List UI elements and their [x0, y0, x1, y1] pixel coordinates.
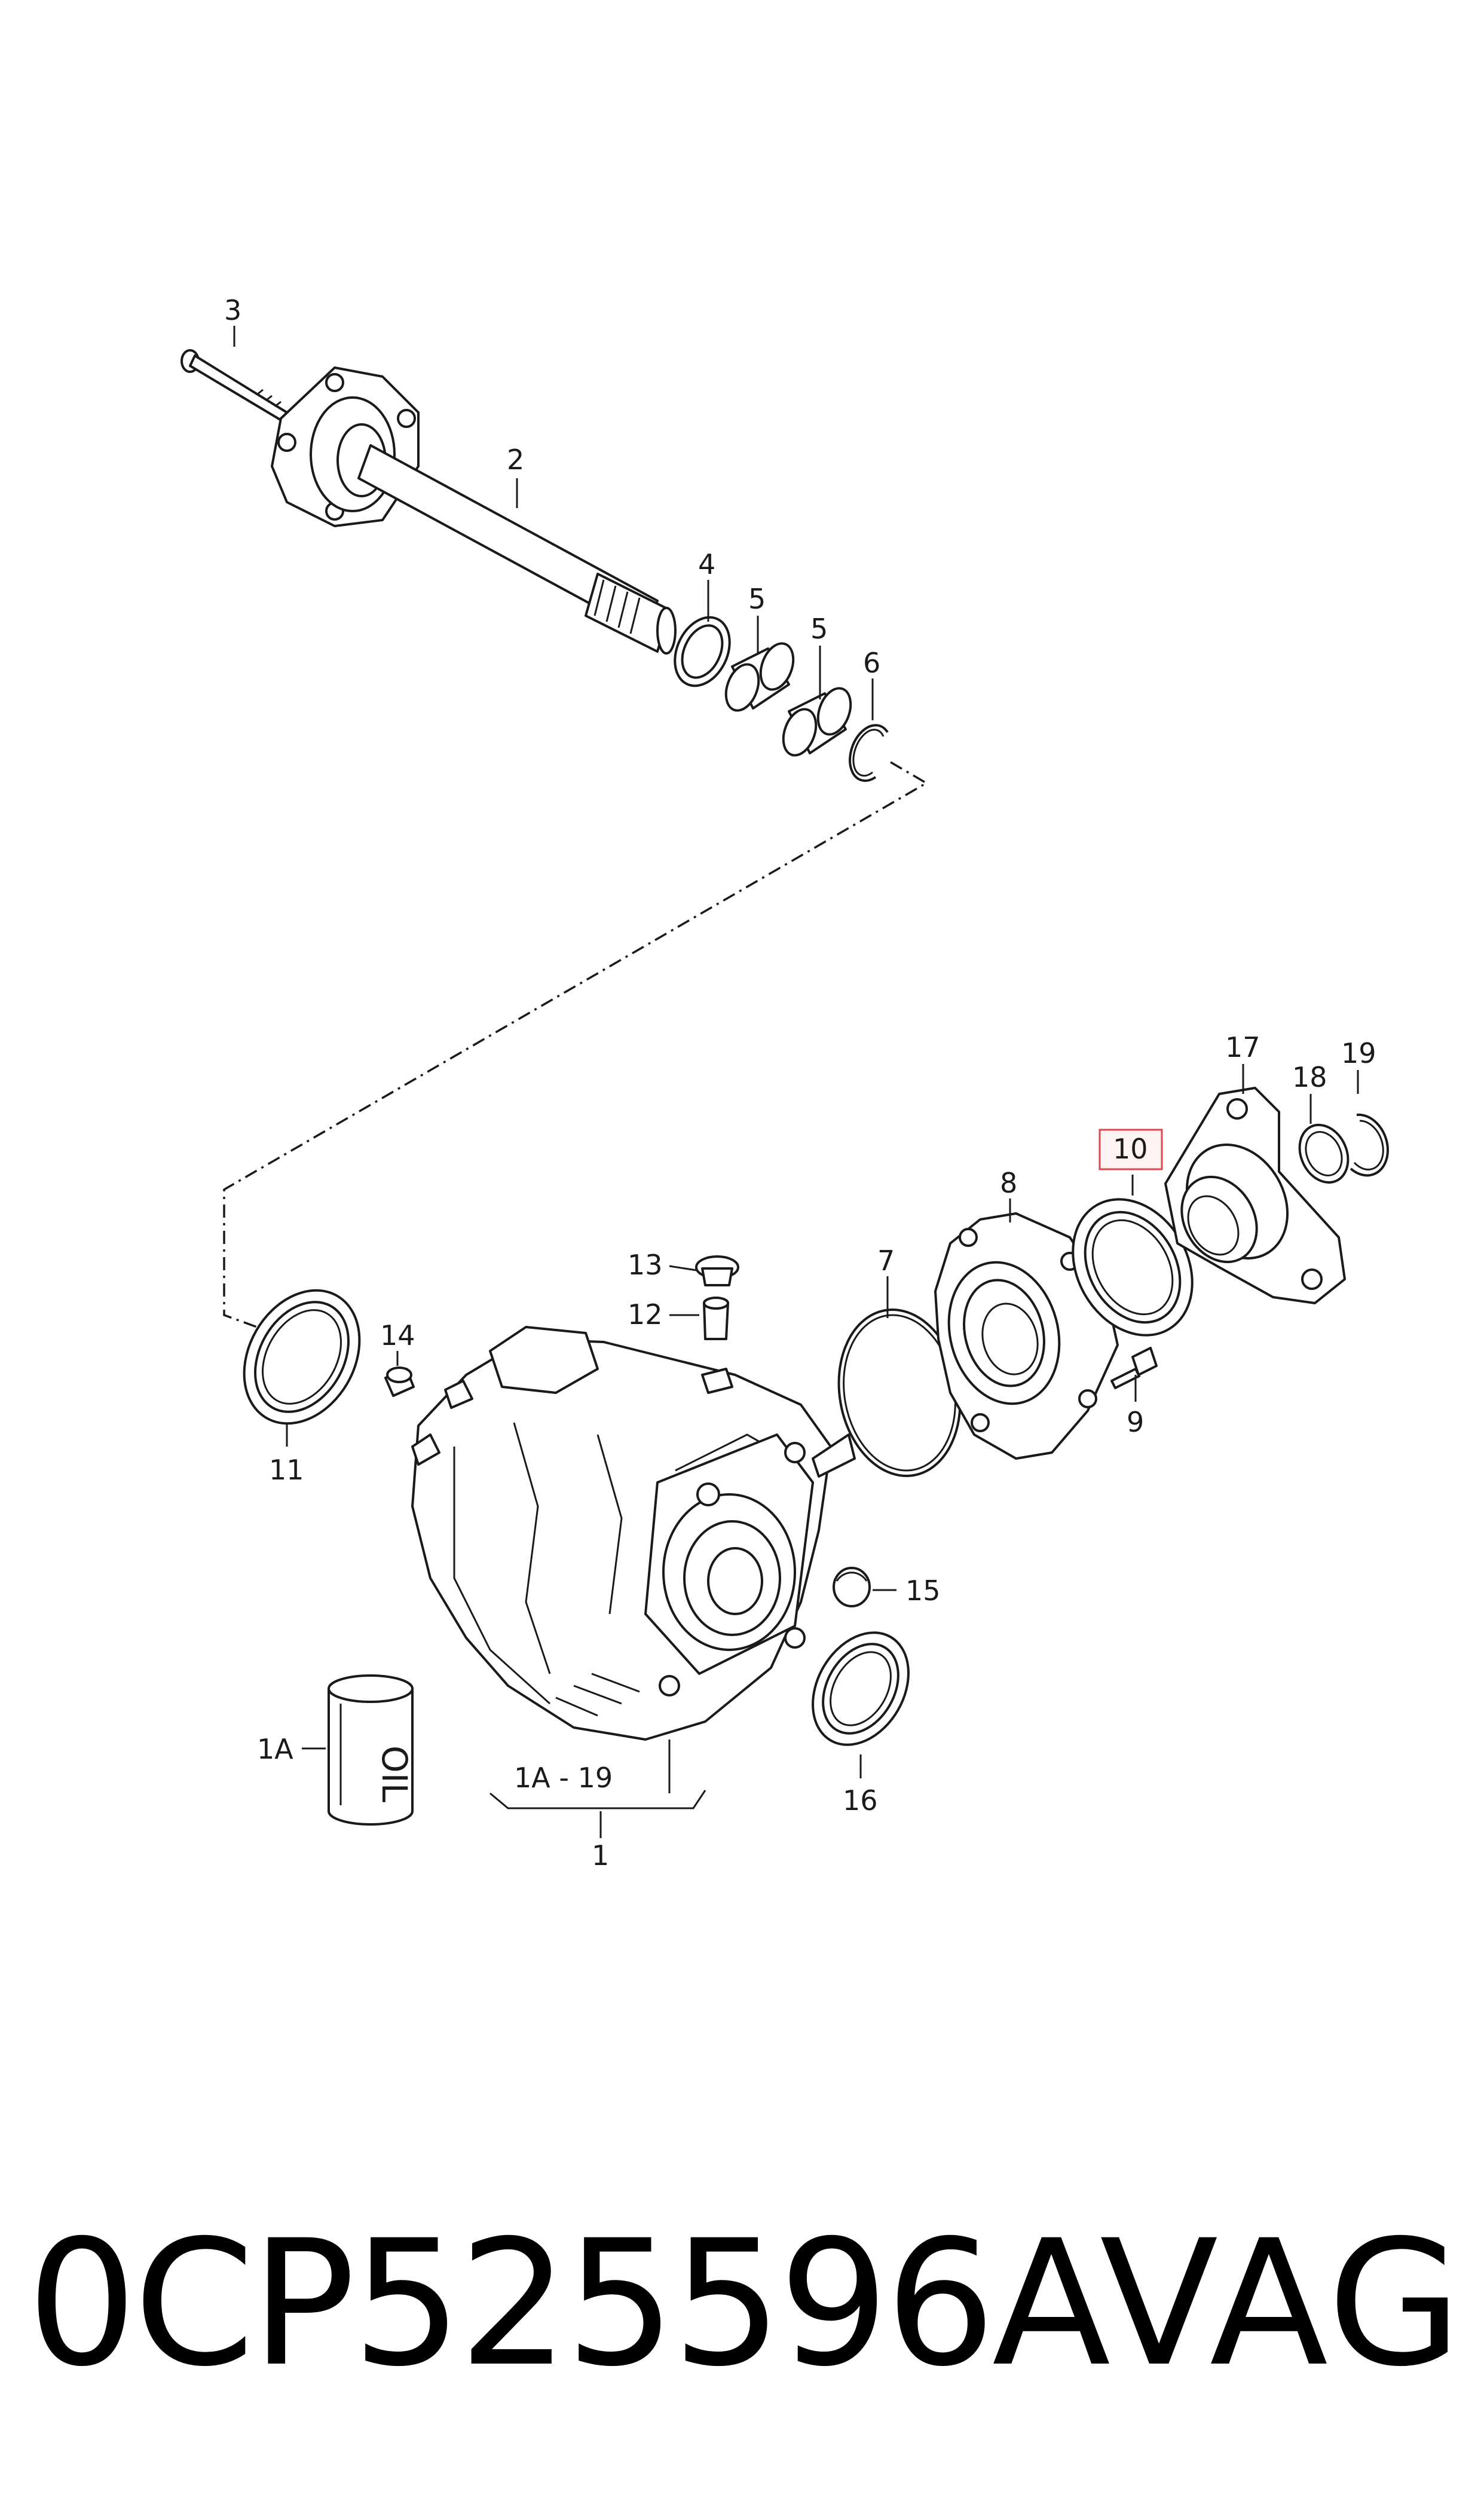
callout-6: 6 [863, 647, 880, 679]
leader-lines [233, 326, 1359, 1809]
part-number: 0CP525596A [27, 2203, 1110, 2405]
part-9-bolt [1110, 1347, 1158, 1389]
assembly-dash-line [223, 761, 929, 1328]
part-10-seal [1072, 1198, 1194, 1337]
part-18-ring [1298, 1123, 1350, 1184]
part-6-circlip [849, 724, 889, 782]
callout-8: 8 [1000, 1167, 1017, 1199]
part-19-circlip [1350, 1113, 1389, 1177]
part-17-flange [1164, 1087, 1346, 1304]
callout-13: 13 [628, 1249, 663, 1281]
callout-11: 11 [269, 1454, 304, 1486]
callout-5a: 5 [748, 583, 766, 615]
part-5-bearing-b [782, 687, 852, 757]
part-8-cover [934, 1212, 1119, 1460]
part-15-plug [833, 1567, 871, 1607]
footer: 0CP525596A VAG [0, 2206, 1484, 2403]
callout-9: 9 [1127, 1406, 1144, 1438]
part-7-o-ring [837, 1309, 962, 1477]
callout-10-highlight [1099, 1129, 1163, 1170]
part-2-flange-shaft [271, 366, 677, 655]
part-16-seal [812, 1631, 910, 1746]
callout-14: 14 [380, 1319, 415, 1352]
callout-19: 19 [1341, 1037, 1376, 1069]
callout-1: 1 [592, 1839, 609, 1872]
oil-can-label: OIL [374, 1745, 415, 1802]
callout-18: 18 [1292, 1061, 1327, 1093]
callout-10: 10 [1113, 1133, 1148, 1165]
part-1a-oil-can: OIL [328, 1674, 415, 1826]
part-13-cap [695, 1255, 739, 1286]
callout-1a: 1A [257, 1733, 293, 1765]
callout-2: 2 [507, 444, 524, 476]
part-1-transfer-case [411, 1326, 856, 1741]
callout-16: 16 [843, 1784, 878, 1817]
part-14-plug [384, 1366, 415, 1397]
callout-5b: 5 [810, 613, 828, 645]
callout-17: 17 [1225, 1031, 1260, 1063]
callout-7: 7 [877, 1245, 895, 1277]
part-12-sleeve [703, 1297, 729, 1340]
part-5-bearing-a [724, 642, 795, 712]
part-11-seal [243, 1289, 361, 1425]
brand-name: VAG [1100, 2203, 1464, 2405]
callout-15: 15 [905, 1575, 941, 1607]
callout-12: 12 [628, 1298, 663, 1331]
part-4-ring [674, 616, 731, 687]
callout-1a-19: 1A - 19 [514, 1762, 613, 1794]
callout-4: 4 [698, 548, 715, 580]
callout-3: 3 [224, 294, 241, 326]
part-3-bolt [180, 349, 288, 422]
